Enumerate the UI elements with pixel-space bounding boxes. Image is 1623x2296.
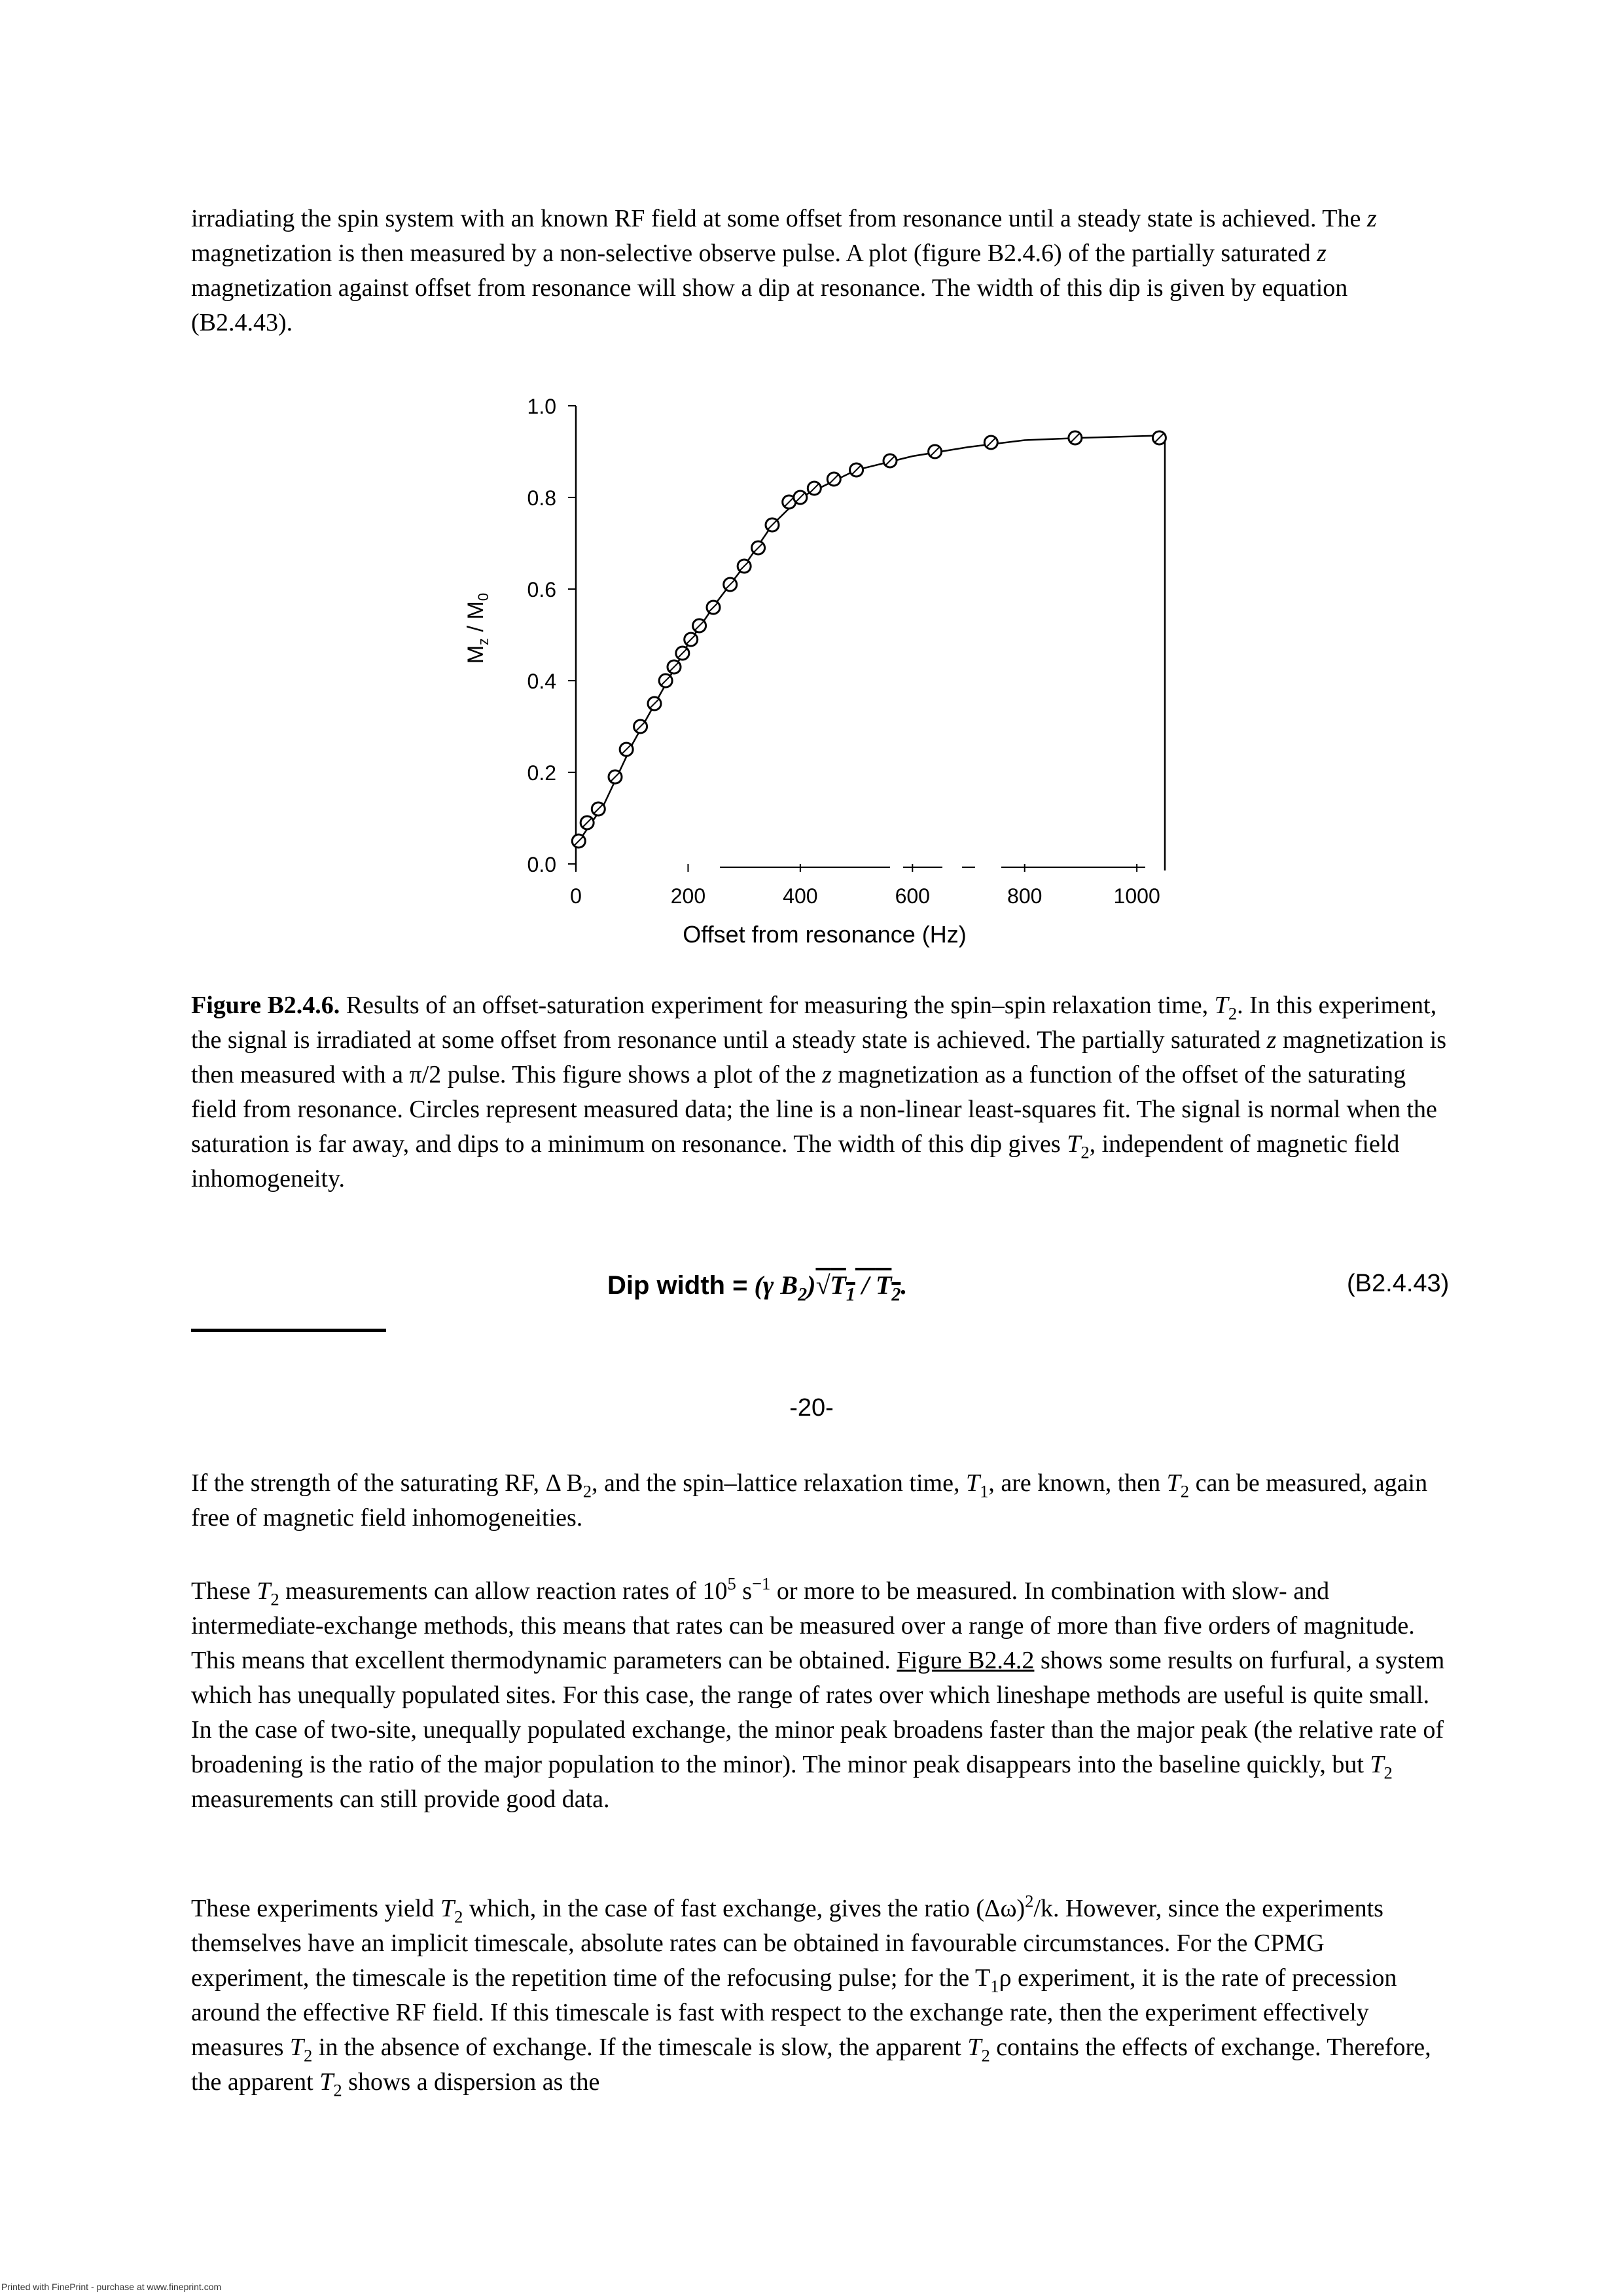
x-tick-label: 1000	[1114, 884, 1160, 908]
y-tick-label: 0.6	[527, 578, 556, 601]
data-point	[705, 600, 721, 615]
y-tick-label: 0.2	[527, 761, 556, 785]
intro-paragraph: irradiating the spin system with an know…	[191, 205, 1377, 336]
fineprint-footer: Printed with FinePrint - purchase at www…	[1, 2282, 222, 2292]
data-point-slash	[1154, 433, 1165, 443]
data-point	[722, 577, 738, 592]
y-tick-label: 0.4	[527, 670, 556, 693]
y-tick-label: 0.0	[527, 853, 556, 876]
paragraph-1: If the strength of the saturating RF, Δ …	[191, 1469, 1428, 1532]
data-point	[590, 801, 606, 817]
data-point	[793, 490, 808, 505]
fit-curve	[575, 435, 1160, 846]
data-point-slash	[621, 744, 632, 755]
data-point	[781, 494, 797, 510]
y-axis-label: Mz / M0	[463, 593, 491, 664]
caption-label: Figure B2.4.6.	[191, 992, 340, 1019]
data-point-slash	[739, 561, 749, 571]
page-number: -20-	[789, 1394, 834, 1422]
data-point-slash	[986, 437, 996, 448]
x-tick-label: 0	[570, 884, 582, 908]
data-point-slash	[573, 836, 584, 846]
y-axis-ticks: 0.0 0.2 0.4 0.6 0.8 1.0	[527, 395, 576, 876]
data-point	[751, 540, 766, 556]
data-point	[692, 618, 707, 634]
x-axis-label: Offset from resonance (Hz)	[683, 921, 966, 948]
data-point	[826, 471, 842, 487]
data-point	[683, 632, 699, 647]
offset-saturation-chart: 0.0 0.2 0.4 0.6 0.8 1.0 0 200 400 600 800 1000 Off…	[463, 395, 1167, 948]
x-tick-label: 200	[671, 884, 705, 908]
paragraph-3: These experiments yield T2 which, in the…	[191, 1891, 1431, 2100]
data-point	[806, 480, 822, 496]
x-axis-ticks: 0 200 400 600 800 1000	[570, 864, 1160, 908]
data-point-slash	[635, 721, 646, 732]
data-point-slash	[593, 804, 603, 814]
data-point-slash	[694, 620, 705, 631]
equation-b2-4-43: Dip width = (γ B2)√T1 / T2.	[607, 1270, 908, 1305]
paragraph-2: These T2 measurements can allow reaction…	[191, 1573, 1445, 1813]
x-tick-label: 400	[783, 884, 817, 908]
data-point	[666, 659, 682, 675]
x-tick-label: 600	[895, 884, 930, 908]
data-point	[607, 769, 623, 785]
figure-caption: Figure B2.4.6. Results of an offset-satu…	[191, 992, 1447, 1193]
data-point	[658, 673, 673, 689]
data-point	[647, 696, 662, 711]
data-point	[618, 742, 634, 757]
data-point-slash	[1070, 433, 1080, 443]
data-point	[675, 645, 690, 661]
data-point	[983, 435, 999, 450]
data-point-slash	[829, 474, 839, 484]
data-point-slash	[753, 543, 764, 553]
data-point	[736, 558, 752, 574]
data-point-slash	[660, 675, 671, 686]
data-point-slash	[582, 817, 592, 828]
data-point	[1067, 430, 1083, 446]
data-points	[571, 430, 1167, 849]
y-tick-label: 0.8	[527, 486, 556, 510]
data-point-slash	[795, 492, 806, 503]
data-point-slash	[851, 465, 862, 475]
data-point	[579, 815, 595, 831]
data-point	[849, 462, 865, 478]
data-point	[571, 833, 586, 849]
figure-b2-4-6: 0.0 0.2 0.4 0.6 0.8 1.0 0 200 400 600 800 1000 Off…	[432, 367, 1217, 956]
x-tick-label: 800	[1007, 884, 1042, 908]
data-point	[882, 453, 898, 469]
equation-number: (B2.4.43)	[1347, 1270, 1450, 1297]
data-point	[764, 517, 780, 533]
data-point	[927, 444, 943, 459]
y-tick-label: 1.0	[527, 395, 556, 418]
data-point-slash	[784, 497, 794, 507]
data-point	[633, 719, 649, 734]
figure-b2-4-2-link[interactable]: Figure B2.4.2	[897, 1647, 1035, 1674]
data-point-slash	[649, 698, 660, 709]
footnote-rule	[191, 1329, 386, 1332]
data-point-slash	[610, 772, 620, 782]
data-point-slash	[929, 446, 940, 457]
data-point-slash	[725, 579, 736, 590]
data-point-slash	[686, 634, 696, 645]
data-point	[1151, 430, 1167, 446]
data-point-slash	[809, 483, 819, 493]
data-point-slash	[708, 602, 719, 613]
data-point-slash	[669, 662, 679, 672]
chart-axes	[575, 406, 1166, 870]
data-point-slash	[677, 648, 688, 658]
data-point-slash	[767, 520, 777, 530]
data-point-slash	[885, 456, 895, 466]
